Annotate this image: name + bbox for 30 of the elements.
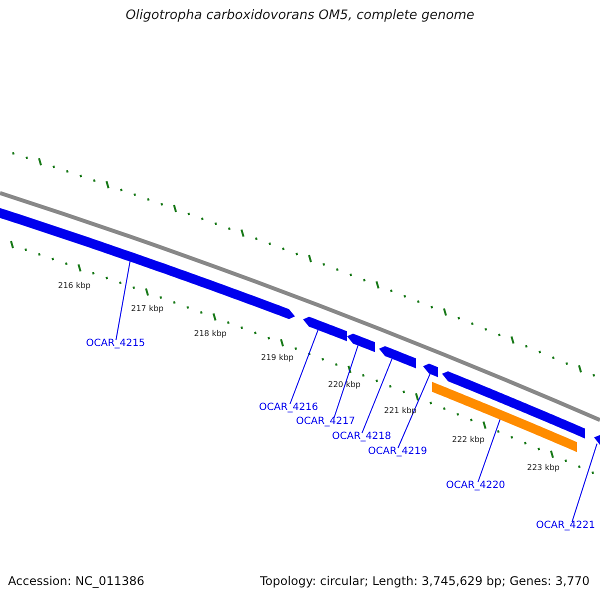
scale-label: 219 kbp — [261, 353, 294, 362]
gene-label: OCAR_4221 — [536, 520, 596, 531]
genome-summary: Topology: circular; Length: 3,745,629 bp; Genes: 3,770 — [260, 574, 590, 588]
gene-label: OCAR_4217 — [296, 416, 356, 427]
gene-feature — [347, 334, 375, 352]
leader-line — [478, 419, 500, 482]
scale-label: 220 kbp — [328, 380, 361, 389]
scale-label: 216 kbp — [58, 281, 91, 290]
leader-line — [116, 261, 130, 340]
gene-label: OCAR_4215 — [86, 338, 146, 349]
accession-text: Accession: NC_011386 — [8, 574, 144, 588]
leader-line — [334, 345, 358, 418]
leader-line — [572, 443, 598, 522]
gene-label: OCAR_4216 — [259, 402, 318, 413]
diagram-title: Oligotropha carboxidovorans OM5, complete genome — [124, 8, 476, 23]
leader-line — [290, 330, 318, 404]
leader-line — [362, 358, 392, 434]
gene-feature — [423, 364, 438, 378]
gene-feature — [0, 208, 295, 320]
gene-label: OCAR_4219 — [368, 446, 428, 457]
gene-feature — [303, 316, 347, 342]
scale-label: 217 kbp — [131, 304, 164, 313]
gene-feature — [379, 346, 416, 368]
gene-feature — [432, 382, 577, 452]
leader-line — [398, 373, 430, 448]
scale-label: 223 kbp — [527, 463, 560, 472]
scale-label: 222 kbp — [452, 435, 485, 444]
gene-label: OCAR_4220 — [446, 480, 506, 491]
scale-label: 218 kbp — [194, 329, 227, 338]
gene-label: OCAR_4218 — [332, 431, 392, 442]
